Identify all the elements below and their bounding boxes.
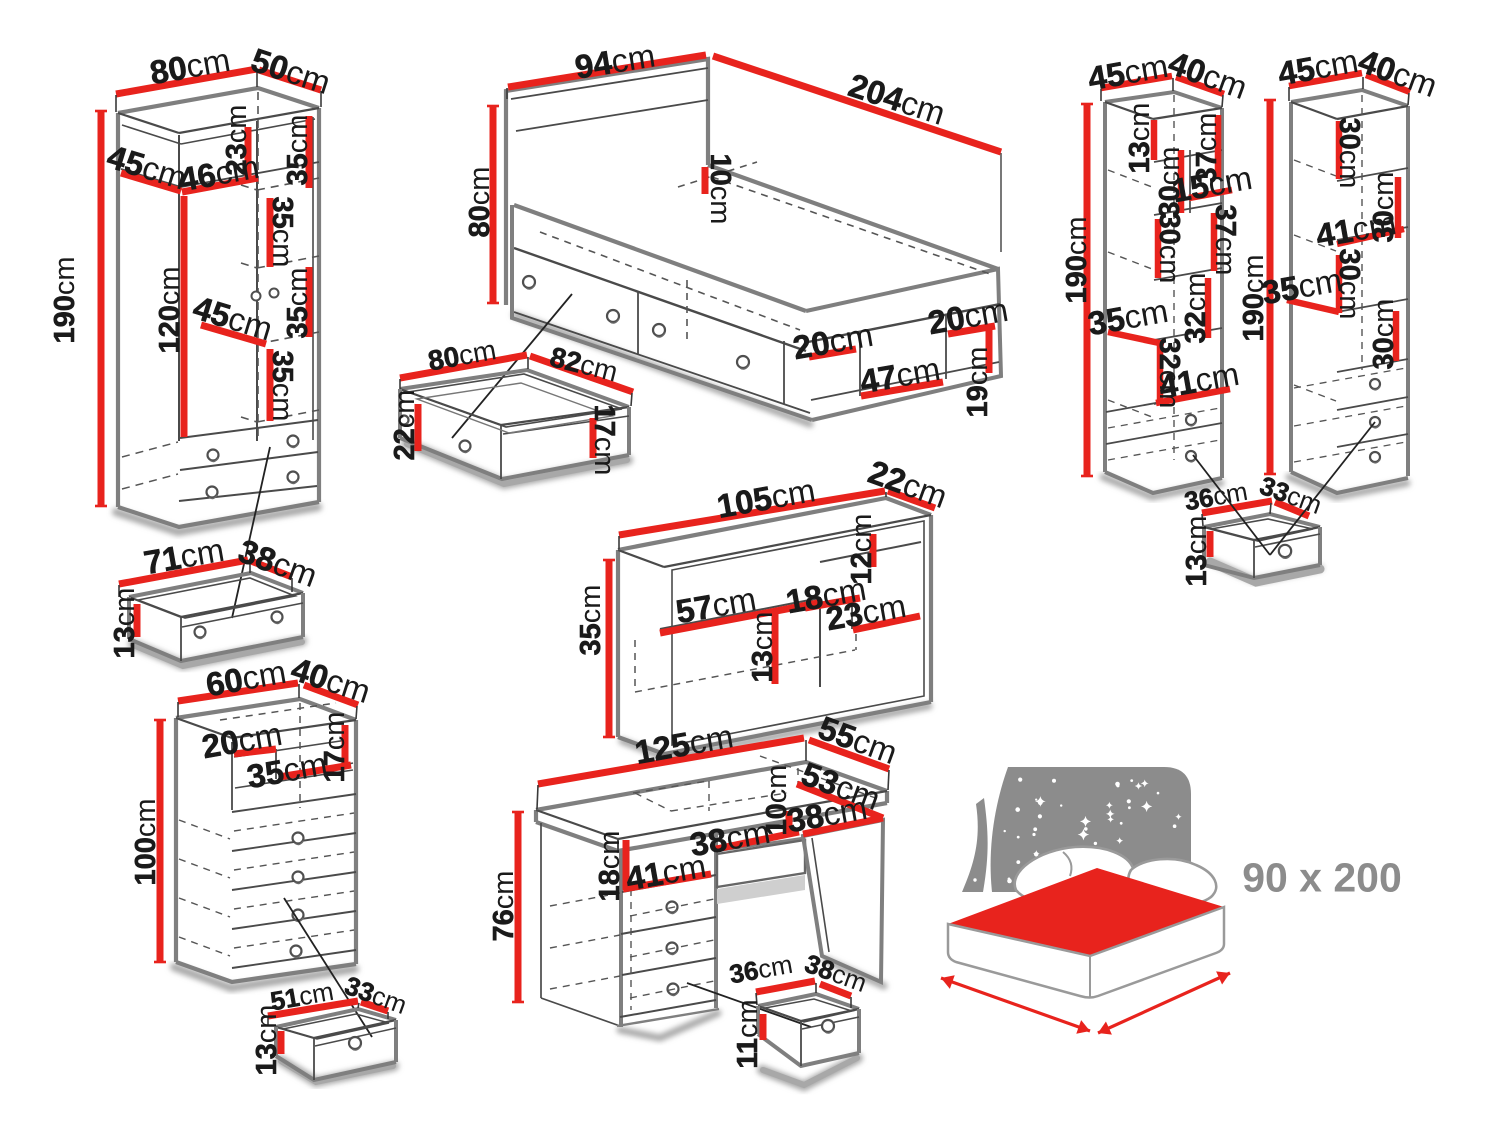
svg-text:38cm: 38cm	[784, 789, 870, 839]
svg-text:19cm: 19cm	[962, 347, 994, 418]
svg-text:80cm: 80cm	[464, 167, 496, 238]
svg-text:32cm: 32cm	[1153, 338, 1185, 409]
svg-text:18cm: 18cm	[594, 831, 626, 902]
svg-text:22cm: 22cm	[389, 390, 421, 461]
svg-text:94cm: 94cm	[572, 36, 658, 85]
svg-text:40cm: 40cm	[287, 650, 375, 710]
svg-text:20cm: 20cm	[199, 715, 285, 765]
svg-text:41cm: 41cm	[1313, 204, 1399, 254]
svg-text:13cm: 13cm	[1124, 103, 1156, 174]
svg-text:20cm: 20cm	[790, 316, 876, 366]
svg-text:32cm: 32cm	[1180, 273, 1212, 344]
svg-text:23cm: 23cm	[823, 587, 909, 637]
svg-text:20cm: 20cm	[925, 291, 1011, 341]
svg-text:35cm: 35cm	[266, 197, 298, 268]
svg-text:30cm: 30cm	[1153, 213, 1185, 284]
svg-text:60cm: 60cm	[203, 653, 289, 703]
svg-text:80cm: 80cm	[147, 41, 233, 91]
svg-text:190cm: 190cm	[49, 256, 81, 343]
svg-text:35cm: 35cm	[282, 268, 314, 339]
svg-text:17cm: 17cm	[588, 405, 620, 476]
svg-text:35cm: 35cm	[1259, 261, 1345, 311]
svg-text:51cm: 51cm	[268, 976, 336, 1017]
svg-text:30cm: 30cm	[1333, 249, 1365, 320]
svg-text:13cm: 13cm	[251, 1005, 283, 1076]
svg-text:13cm: 13cm	[747, 612, 779, 683]
svg-text:45cm: 45cm	[103, 138, 191, 197]
svg-text:10cm: 10cm	[761, 765, 793, 836]
svg-text:45cm: 45cm	[1275, 42, 1361, 92]
svg-text:12cm: 12cm	[846, 514, 878, 585]
svg-text:37cm: 37cm	[1209, 205, 1241, 276]
svg-text:30cm: 30cm	[1368, 299, 1400, 370]
svg-text:76cm: 76cm	[488, 871, 520, 942]
svg-text:41cm: 41cm	[623, 847, 709, 897]
svg-text:35cm: 35cm	[266, 351, 298, 422]
svg-text:57cm: 57cm	[673, 580, 759, 630]
svg-text:37cm: 37cm	[1191, 113, 1223, 184]
svg-text:18cm: 18cm	[783, 570, 869, 620]
svg-text:15cm: 15cm	[1169, 159, 1255, 209]
svg-text:190cm: 190cm	[1061, 216, 1093, 303]
svg-text:30cm: 30cm	[1154, 147, 1186, 218]
svg-text:36cm: 36cm	[727, 949, 795, 990]
svg-text:190cm: 190cm	[1238, 254, 1270, 341]
svg-text:38cm: 38cm	[687, 813, 773, 863]
svg-text:13cm: 13cm	[1181, 516, 1213, 587]
svg-text:10cm: 10cm	[704, 154, 736, 225]
svg-text:120cm: 120cm	[154, 266, 186, 353]
svg-text:35cm: 35cm	[244, 745, 330, 795]
svg-text:11cm: 11cm	[732, 999, 764, 1068]
svg-text:13cm: 13cm	[109, 588, 141, 659]
svg-text:82cm: 82cm	[547, 341, 621, 388]
svg-text:41cm: 41cm	[1156, 355, 1242, 405]
svg-text:46cm: 46cm	[176, 148, 262, 198]
svg-text:30cm: 30cm	[1333, 118, 1365, 189]
svg-text:45cm: 45cm	[1085, 47, 1171, 97]
svg-text:35cm: 35cm	[575, 585, 607, 656]
svg-text:71cm: 71cm	[141, 531, 227, 581]
svg-text:23cm: 23cm	[221, 105, 253, 176]
svg-text:35cm: 35cm	[282, 115, 314, 186]
svg-text:36cm: 36cm	[1182, 476, 1250, 517]
svg-text:47cm: 47cm	[857, 350, 943, 400]
svg-text:17cm: 17cm	[319, 712, 351, 783]
svg-text:90 x 200: 90 x 200	[1242, 854, 1402, 900]
svg-text:80cm: 80cm	[426, 334, 499, 376]
svg-text:100cm: 100cm	[130, 798, 162, 885]
svg-text:30cm: 30cm	[1368, 172, 1400, 243]
svg-text:35cm: 35cm	[1085, 292, 1171, 342]
